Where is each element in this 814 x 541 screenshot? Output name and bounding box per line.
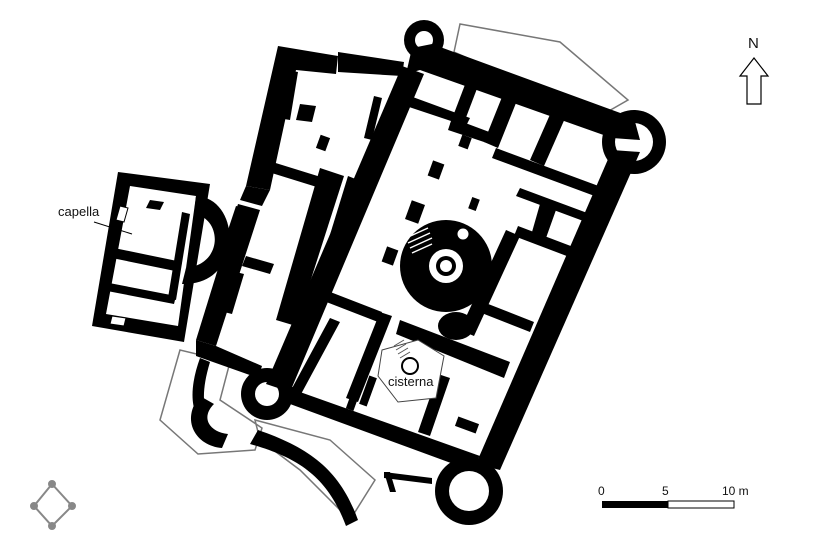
chapel-leader-line [93,221,133,235]
cistern [377,339,445,403]
north-wall [406,44,640,140]
diamond-icon [30,480,76,530]
cistern-label: cisterna [388,374,434,389]
arrow-up-icon [738,57,770,105]
west-wall [266,66,424,392]
central-keep [400,220,492,340]
inner-partitions [216,70,604,436]
keep-stair [405,227,433,254]
north-label: N [748,35,759,52]
chapel [92,172,230,342]
northwest-curtain [246,46,338,190]
east-wall [476,150,640,470]
curved-outer-wall [250,430,358,526]
scale-bar-white-segment [667,500,735,509]
scale-tick-0: 0 [598,484,605,498]
chapel-apse [182,196,230,285]
scale-tick-10: 10 m [722,484,749,498]
scale-bar-black-segment [602,501,668,508]
keep-buttress [438,312,474,340]
south-wall [282,380,480,470]
chapel-label: capella [58,204,100,219]
inner-west-range-wall [276,168,344,326]
scale-bar [602,500,735,509]
south-gate [191,358,432,526]
north-outwork-outline [453,23,630,117]
scale-tick-5: 5 [662,484,669,498]
main-walls [196,44,640,470]
